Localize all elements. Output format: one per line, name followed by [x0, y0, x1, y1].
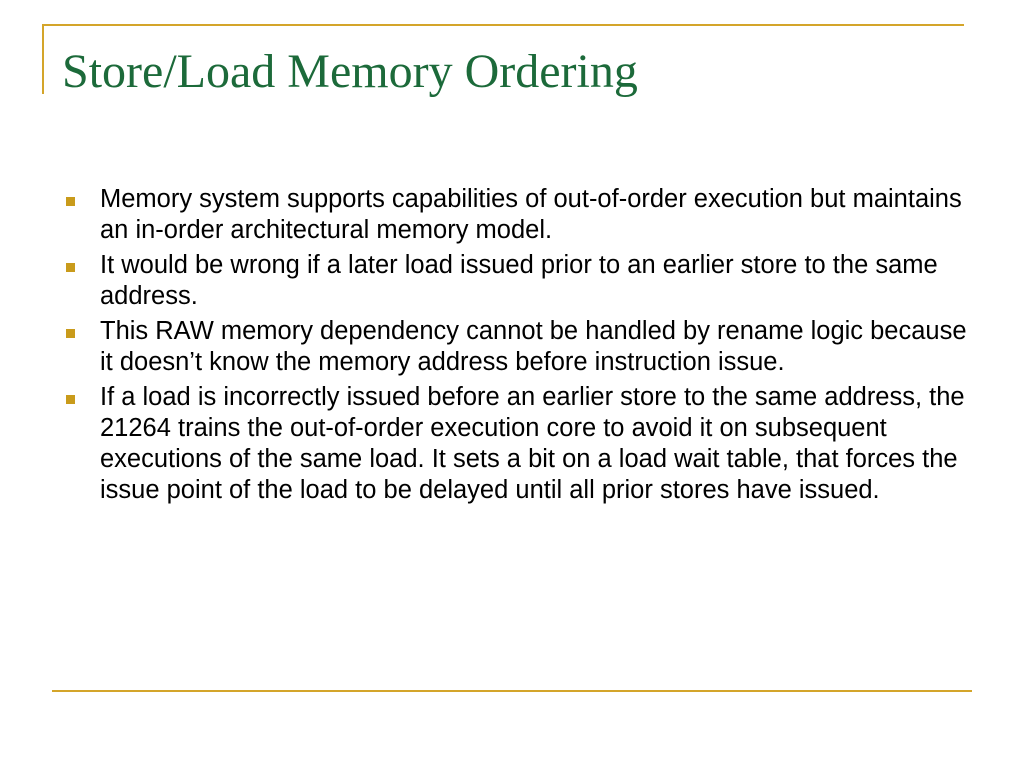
bullet-item: This RAW memory dependency cannot be han…	[60, 316, 970, 378]
square-bullet-icon	[66, 395, 75, 404]
bullet-item: Memory system supports capabilities of o…	[60, 184, 970, 246]
bullet-text: If a load is incorrectly issued before a…	[100, 383, 965, 504]
left-rule	[42, 24, 44, 94]
bullet-item: If a load is incorrectly issued before a…	[60, 382, 970, 506]
bullet-text: This RAW memory dependency cannot be han…	[100, 317, 967, 376]
bullet-text: It would be wrong if a later load issued…	[100, 251, 938, 310]
bullet-list: Memory system supports capabilities of o…	[60, 184, 970, 510]
square-bullet-icon	[66, 263, 75, 272]
square-bullet-icon	[66, 197, 75, 206]
square-bullet-icon	[66, 329, 75, 338]
bullet-item: It would be wrong if a later load issued…	[60, 250, 970, 312]
slide-title: Store/Load Memory Ordering	[62, 45, 638, 98]
bullet-text: Memory system supports capabilities of o…	[100, 185, 962, 244]
bottom-rule	[52, 690, 972, 692]
top-rule	[42, 24, 964, 26]
